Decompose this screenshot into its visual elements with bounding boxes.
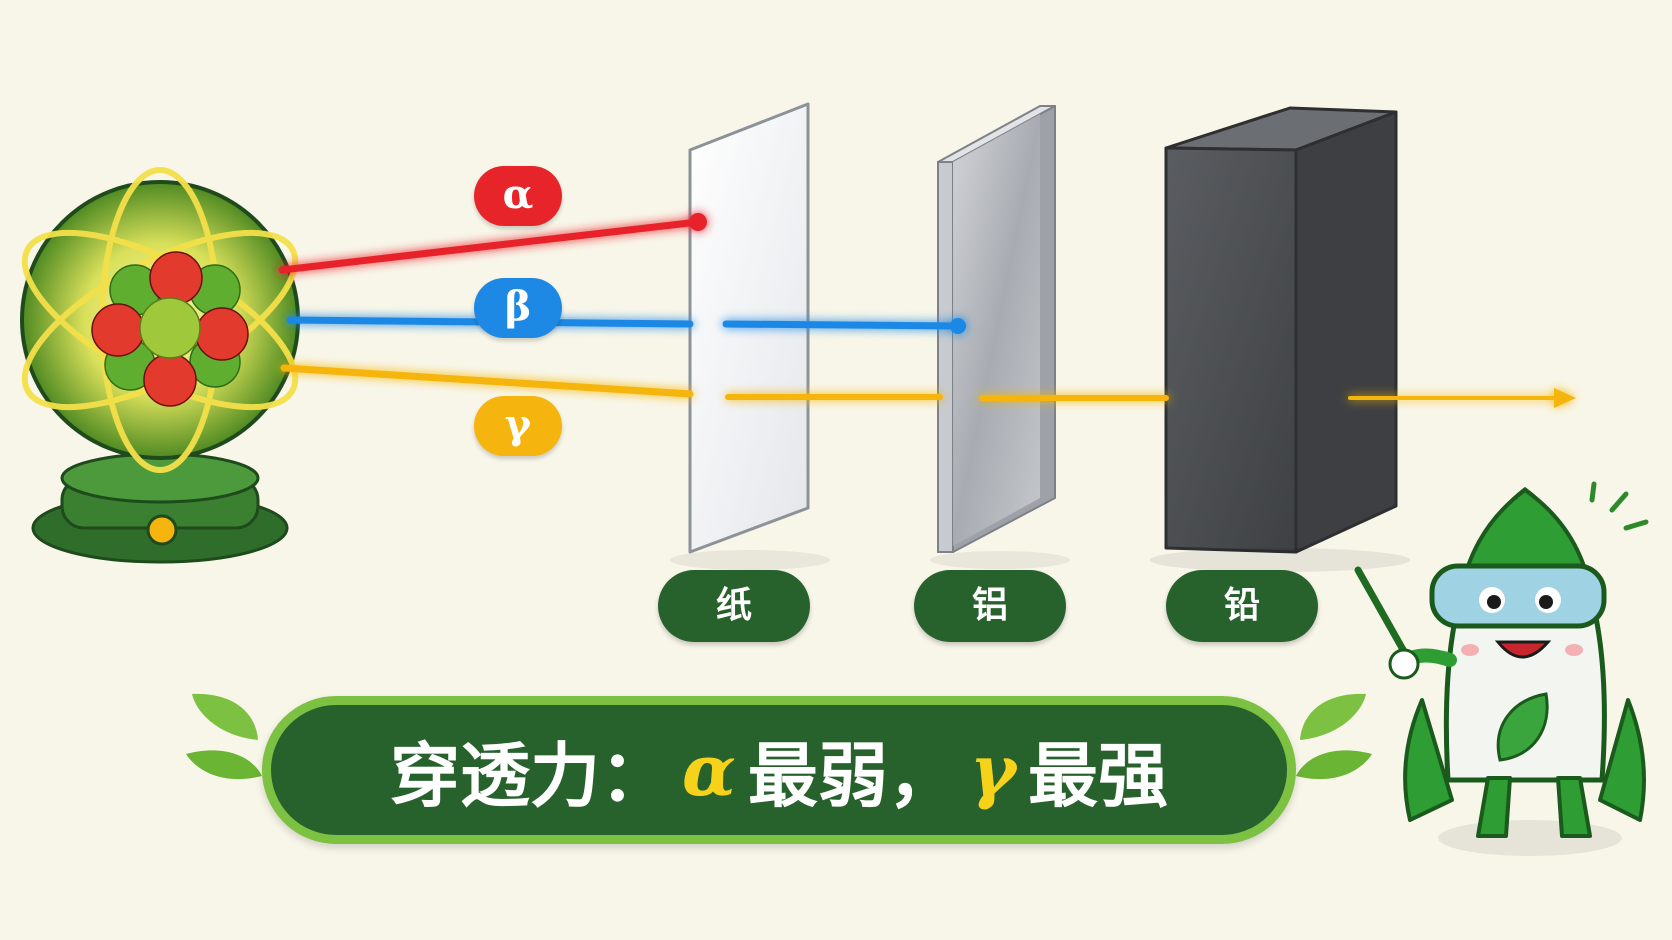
banner-weakest-symbol: α (681, 728, 736, 812)
radiation-source (20, 167, 300, 564)
paper-barrier (670, 102, 830, 570)
lead-barrier (1150, 106, 1410, 572)
banner-prefix: 穿透力： (389, 734, 670, 817)
aluminum-label: 铝 (914, 570, 1066, 642)
gamma-symbol: γ (504, 401, 532, 448)
sparkle-lines (1589, 481, 1649, 531)
banner-leaves-right (1296, 693, 1372, 780)
leaf-emblem (1496, 692, 1549, 762)
alpha-symbol: α (502, 171, 534, 218)
gamma-ray (280, 364, 1576, 408)
source-indicator-light (146, 514, 178, 546)
pointer-stick (1354, 566, 1414, 666)
aluminum-label-text: 铝 (971, 585, 1008, 626)
banner-strongest-text: 最强 (1028, 734, 1169, 817)
goggles (1429, 563, 1607, 629)
paper-label-text: 纸 (715, 585, 752, 626)
beta-ray (286, 316, 966, 334)
banner-leaves-left (186, 693, 262, 780)
gamma-badge: γ (474, 396, 562, 456)
banner-strongest-symbol: γ (969, 728, 1017, 812)
alpha-ray (278, 213, 707, 274)
alpha-badge: α (474, 166, 562, 226)
banner-weakest-text: 最弱， (747, 734, 958, 817)
penetration-summary-banner: 穿透力： α 最弱， γ 最强 (262, 696, 1296, 844)
lead-label-text: 铅 (1223, 585, 1260, 626)
paper-label: 纸 (658, 570, 810, 642)
aluminum-barrier (930, 105, 1070, 569)
scientist-mascot (1354, 481, 1649, 856)
beta-badge: β (474, 278, 562, 338)
atom-nucleus (91, 251, 249, 407)
lead-label: 铅 (1166, 570, 1318, 642)
beta-symbol: β (504, 283, 532, 330)
